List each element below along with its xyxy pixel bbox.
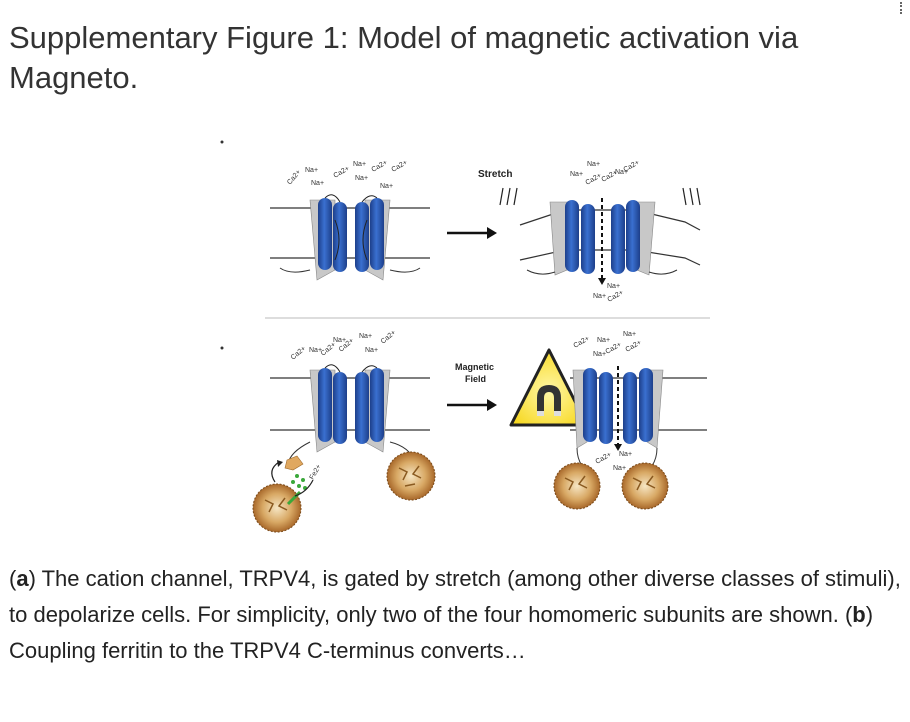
svg-text:Ca2+: Ca2+ [607,289,625,304]
channel-a-open [519,198,701,285]
figure-caption: (a) The cation channel, TRPV4, is gated … [9,566,901,663]
fe-label: Fe2+ [309,464,323,481]
svg-text:Na+: Na+ [597,337,610,344]
channel-b-open [570,366,707,467]
channel-b-closed [270,364,430,465]
caption-a-text: ) The cation channel, TRPV4, is gated by… [9,566,901,627]
ferritin-b-right-1 [553,462,601,510]
svg-text:Ca2+: Ca2+ [290,345,307,361]
ferritin-b-left: Fe2+ [252,455,323,533]
svg-text:Na+: Na+ [607,283,620,290]
caption-a-label: a [16,566,29,591]
svg-text:Ca2+: Ca2+ [585,172,603,187]
magnetic-label-2: Field [465,374,486,384]
magneto-figure: Ca2+ Na+ Na+ Ca2+ Na+ Na+ Ca2+ Na+ Ca2+ … [220,140,710,533]
scroll-indicator [900,2,904,14]
svg-text:Na+: Na+ [311,180,324,187]
svg-text:Ca2+: Ca2+ [623,159,641,174]
ions-a-right: Na+ Na+ Ca2+ Ca2+ Na+ Ca2+ [570,159,641,187]
svg-text:Ca2+: Ca2+ [380,329,397,345]
svg-text:Na+: Na+ [380,183,393,190]
svg-text:Na+: Na+ [305,167,318,174]
svg-text:Na+: Na+ [355,175,368,182]
svg-text:Na+: Na+ [365,347,378,354]
magnetic-label-1: Magnetic [455,362,494,372]
ions-b-bottom: Ca2+ Na+ Na+ [595,451,633,472]
svg-text:Na+: Na+ [623,331,636,338]
svg-text:Ca2+: Ca2+ [573,335,591,350]
svg-text:Ca2+: Ca2+ [625,339,643,354]
svg-text:Ca2+: Ca2+ [333,165,351,180]
ions-b-right: Ca2+ Na+ Na+ Na+ Ca2+ Ca2+ [573,331,643,358]
svg-text:Na+: Na+ [593,293,606,300]
stretch-arrows-left [499,187,518,206]
panel-b-marker [220,346,224,350]
svg-text:Na+: Na+ [570,171,583,178]
magnet-icon [509,348,589,427]
svg-text:Na+: Na+ [333,337,346,344]
svg-text:Na+: Na+ [615,169,628,176]
stretch-arrows-right [682,187,701,206]
svg-text:Na+: Na+ [619,451,632,458]
caption-b-label: b [852,602,866,627]
svg-text:Na+: Na+ [353,161,366,168]
panel-a-marker [220,140,224,144]
svg-text:Na+: Na+ [309,347,322,354]
caption-b-text: ) Coupling ferritin to the TRPV4 C-termi… [9,602,874,663]
svg-text:Ca2+: Ca2+ [286,169,302,186]
ions-a-left: Ca2+ Na+ Na+ Ca2+ Na+ Na+ Ca2+ Na+ Ca2+ [286,159,408,190]
svg-text:Na+: Na+ [587,161,600,168]
channel-a-closed [270,194,430,281]
ions-b-left: Ca2+ Na+ Ca2+ Na+ Ca2+ Na+ Na+ Ca2+ [290,329,397,361]
figure-title: Supplementary Figure 1: Model of magneti… [9,20,799,95]
stretch-label: Stretch [478,169,512,180]
svg-text:Na+: Na+ [613,465,626,472]
svg-text:Na+: Na+ [593,351,606,358]
svg-text:Na+: Na+ [359,333,372,340]
svg-text:Ca2+: Ca2+ [371,159,389,174]
svg-text:Ca2+: Ca2+ [595,451,613,466]
ions-a-bottom: Na+ Na+ Ca2+ [593,283,625,304]
svg-text:Ca2+: Ca2+ [391,159,409,174]
ferritin-b-right-2 [621,462,669,510]
ferritin-b-left-2 [386,451,436,501]
